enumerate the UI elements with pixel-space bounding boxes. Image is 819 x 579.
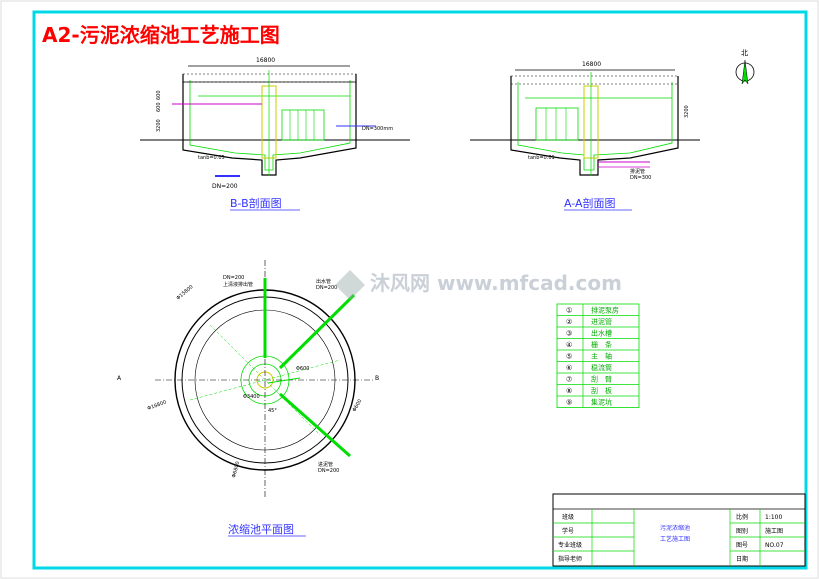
legend-number: ⑧ <box>566 387 572 395</box>
legend-number: ⑤ <box>566 353 572 361</box>
watermark-text: 沐风网 www.mfcad.com <box>370 271 622 295</box>
legend-number: ③ <box>566 330 572 338</box>
plan-pipe3-label: 进泥管 <box>318 461 333 468</box>
tb-drawing-name-1: 污泥浓缩池 <box>660 524 690 532</box>
plan-d3: Φ6800 <box>231 461 241 479</box>
tb-r3-label: 图号 <box>736 542 748 549</box>
bb-slope: tanb=0.05 <box>198 155 225 161</box>
north-arrow: 北 <box>735 49 755 85</box>
aa-pipe-label: 排泥管 <box>630 168 645 175</box>
plan-mark-b: B <box>375 375 379 382</box>
legend-number: ⑨ <box>566 399 572 407</box>
legend-text: 排泥泵房 <box>591 306 619 315</box>
tb-row4: 指导老师 <box>558 555 582 563</box>
legend-text: 刮 板 <box>591 386 612 395</box>
plan-d5: Φ3400 <box>243 394 260 400</box>
legend-text: 刮 臂 <box>591 375 612 384</box>
legend-number: ④ <box>566 341 572 349</box>
tb-r2-value: 施工图 <box>765 527 783 535</box>
plan-pipe1-label: 上清液排出管 <box>223 281 253 288</box>
bb-dim-h2: 600 <box>156 102 162 112</box>
tb-row1: 班级 <box>562 513 574 521</box>
tb-row3: 专业班级 <box>558 541 582 549</box>
legend-text: 主 轴 <box>591 352 612 361</box>
bb-dim-h1: 600 <box>156 90 162 100</box>
tb-r1-value: 1:100 <box>765 514 782 521</box>
aa-section: 16800 3200 tanb=0.01 排泥管 DN=300 A-A剖面图 <box>470 61 700 211</box>
aa-pipe-dn: DN=300 <box>630 175 651 181</box>
plan-angle: 45° <box>268 408 277 414</box>
bb-pipe-dn2: DN=300mm <box>362 126 393 132</box>
bb-width-dim: 16800 <box>256 57 275 64</box>
aa-slope: tanb=0.01 <box>528 155 555 161</box>
plan-pipe2-dn: DN=200 <box>316 285 337 291</box>
legend-text: 集泥坑 <box>591 398 612 407</box>
north-label: 北 <box>741 49 748 57</box>
tb-r4-label: 日期 <box>736 555 748 563</box>
tb-drawing-name-2: 工艺施工图 <box>660 535 690 543</box>
legend-text: 进泥管 <box>591 317 612 326</box>
bb-pipe-dn: DN=200 <box>212 183 238 190</box>
drawing-border <box>32 10 808 570</box>
bb-dim-h3: 3200 <box>156 119 162 132</box>
legend-text: 出水槽 <box>591 329 612 338</box>
plan-d4: Φ600 <box>352 398 364 413</box>
watermark-logo-icon <box>335 270 365 300</box>
tb-row2: 学号 <box>562 527 574 535</box>
legend-text: 稳流筒 <box>591 363 612 372</box>
tb-r1-label: 比例 <box>736 513 748 521</box>
plan-pipe3-dn: DN=200 <box>318 468 339 474</box>
bb-section-label: B-B剖面图 <box>230 196 282 210</box>
tb-r2-label: 图别 <box>736 527 748 535</box>
title-block: 班级 学号 专业班级 指导老师 污泥浓缩池 工艺施工图 比例 1:100 图别 … <box>552 493 806 567</box>
watermark: 沐风网 www.mfcad.com <box>335 270 622 300</box>
aa-width-dim: 16800 <box>582 61 601 68</box>
legend-table: ① 排泥泵房 ② 进泥管 ③ 出水槽 ④ 栅 条 ⑤ 主 轴 ⑥ 稳流筒 ⑦ 刮 臂 ⑧ 刮 板 ⑨ 集泥坑 <box>556 303 640 408</box>
legend-number: ② <box>566 318 572 326</box>
legend-text: 栅 条 <box>591 340 612 349</box>
plan-pipe1-dn: DN=200 <box>223 275 244 281</box>
aa-section-label: A-A剖面图 <box>564 196 616 210</box>
drawing-title: A2-污泥浓缩池工艺施工图 <box>42 23 280 47</box>
plan-center-d: Φ600 <box>296 366 309 372</box>
legend-number: ⑥ <box>566 364 572 372</box>
bb-section: 16800 600 600 3200 DN=200 DN=300mm tanb=… <box>140 57 410 211</box>
aa-dim-h: 3200 <box>684 105 690 118</box>
legend-number: ⑦ <box>566 376 572 384</box>
plan-pipe2-label: 出水管 <box>316 278 331 285</box>
plan-label: 浓缩池平面图 <box>228 523 294 536</box>
legend-number: ① <box>566 307 572 315</box>
plan-mark-a: A <box>117 375 122 382</box>
tb-r3-value: NO.07 <box>765 542 784 549</box>
